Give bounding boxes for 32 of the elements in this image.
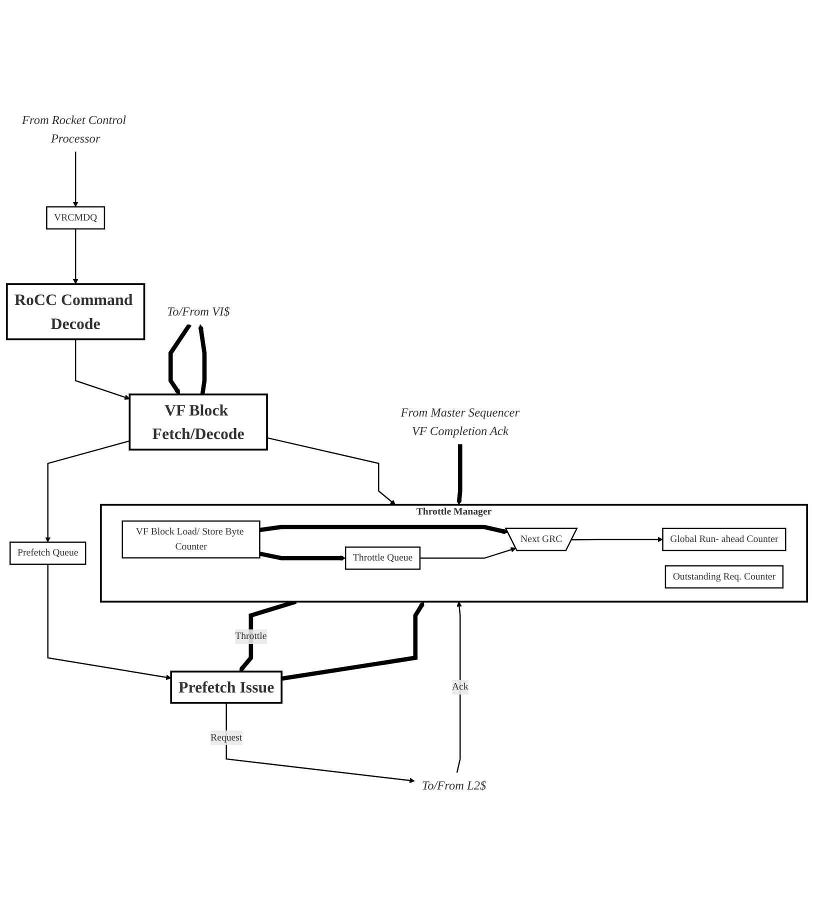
arrow — [74, 339, 130, 400]
edge-label: Request — [210, 732, 242, 743]
node-box: Throttle Queue — [344, 546, 421, 570]
node-text: To/From L2$ — [422, 778, 486, 792]
arrow — [456, 444, 462, 506]
arrow — [420, 547, 516, 559]
arrow — [456, 601, 462, 773]
edge-label: Throttle — [235, 631, 267, 642]
arrow — [72, 228, 78, 284]
node-box: Outstanding Req. Counter — [664, 565, 784, 588]
arrow — [266, 437, 396, 506]
node-box: VF Block Load/ Store Byte Counter — [122, 520, 260, 558]
node-box: Prefetch Queue — [10, 542, 86, 565]
arrow — [281, 601, 424, 681]
node-box: VRCMDQ — [46, 206, 106, 230]
node-text: From Master Sequencer VF Completion Ack — [400, 406, 520, 438]
arrow — [198, 324, 207, 395]
arrow — [259, 552, 346, 561]
arrow — [168, 323, 192, 395]
arrow — [259, 524, 508, 534]
node-box: Global Run- ahead Counter — [662, 528, 786, 552]
arrow — [47, 564, 172, 680]
edge-label: Ack — [452, 682, 468, 692]
node-text: To/From VI$ — [166, 304, 230, 318]
arrow — [45, 440, 130, 542]
arrow — [226, 702, 415, 784]
arrow — [572, 536, 663, 542]
node-box: RoCC Command Decode — [6, 283, 146, 340]
node-text: From Rocket Control Processor — [22, 114, 126, 146]
node-box: Prefetch Issue — [170, 670, 283, 704]
node-box: VF Block Fetch/Decode — [128, 394, 268, 451]
arrow — [72, 152, 78, 208]
